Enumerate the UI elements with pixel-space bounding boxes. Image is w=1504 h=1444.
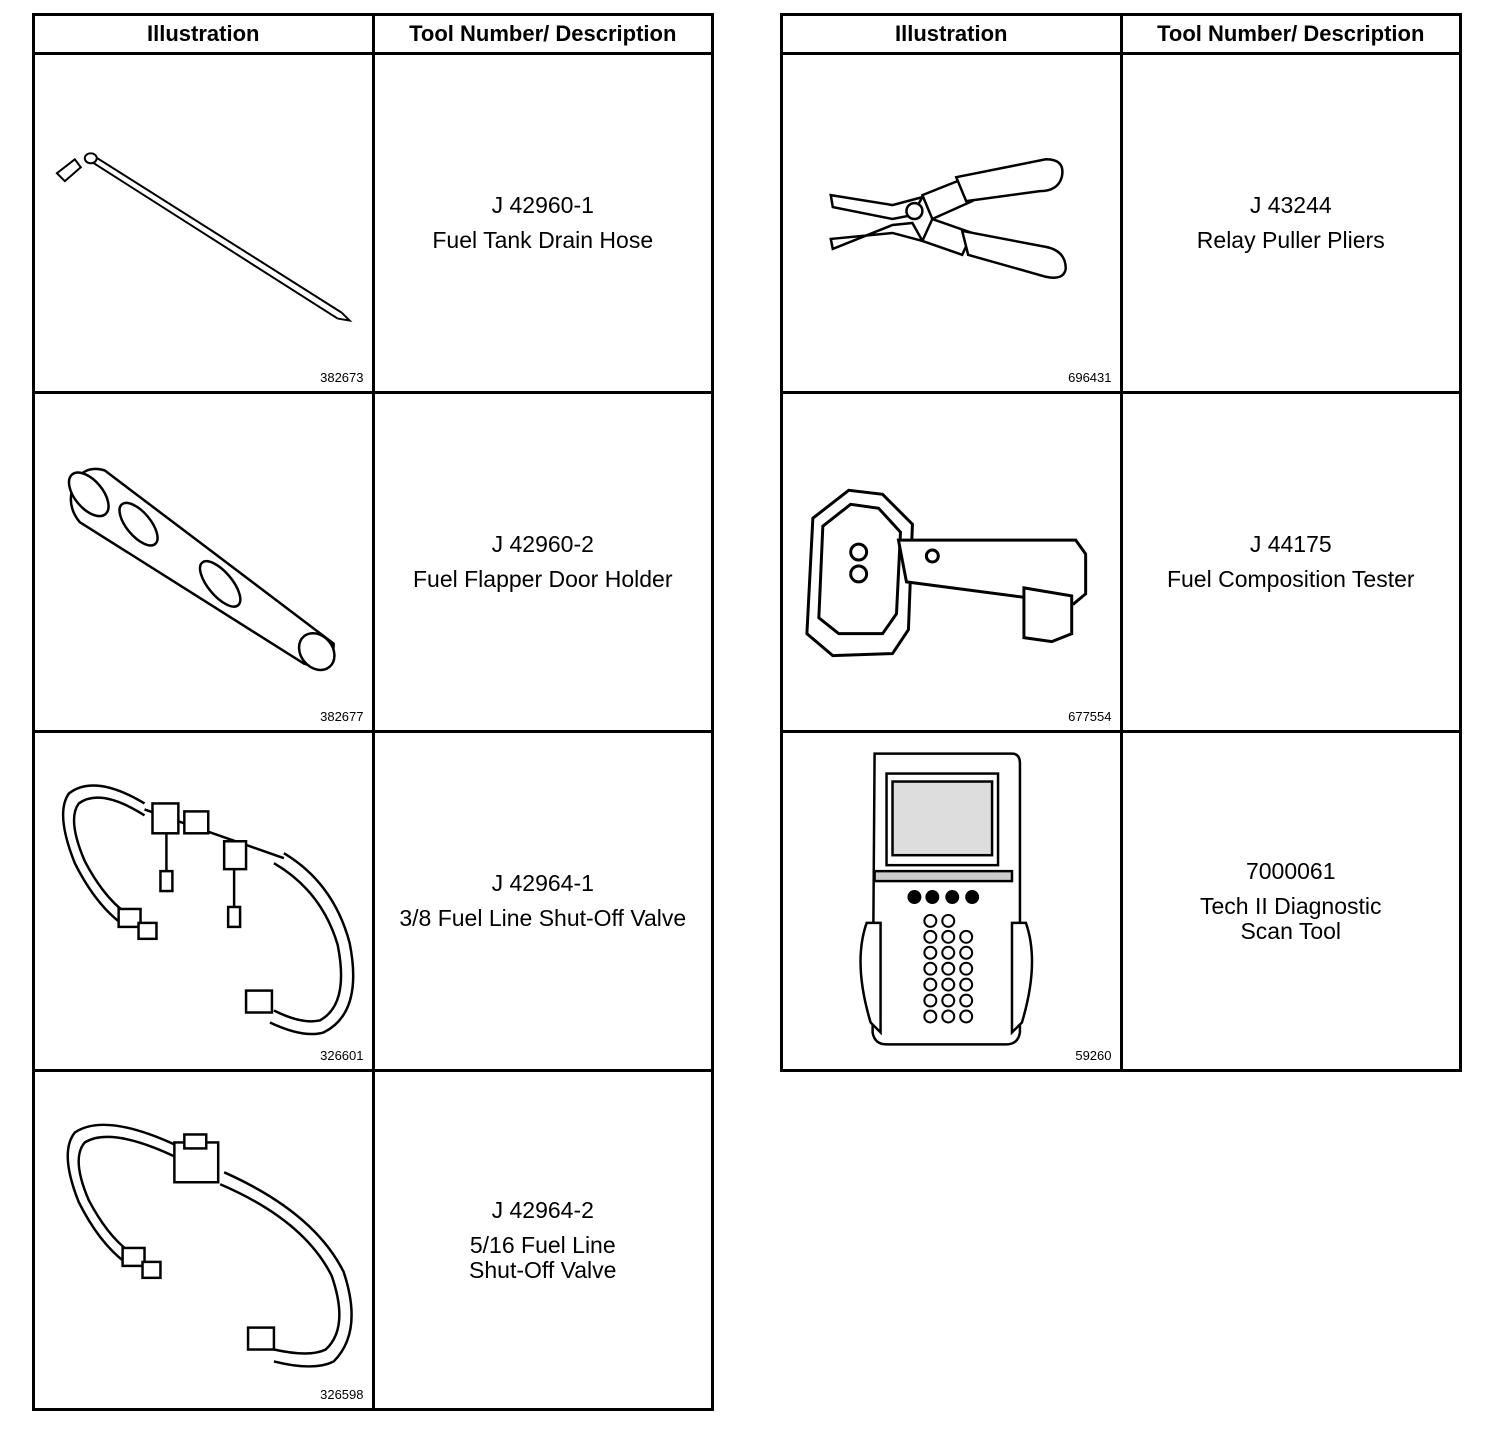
tool-name: Tech II Diagnostic Scan Tool [1199, 892, 1382, 944]
tool-table-right: Illustration Tool Number/ Description 69… [780, 13, 1462, 1072]
table-row: 59260 7000061 Tech II Diagnostic Scan To… [780, 730, 1462, 1072]
tool-table-left: Illustration Tool Number/ Description 38… [32, 13, 714, 1411]
shutoff-valve-icon [66, 1123, 353, 1368]
description-cell: J 42960-1 Fuel Tank Drain Hose [371, 52, 714, 394]
description-cell: J 42964-2 5/16 Fuel Line Shut-Off Valve [371, 1069, 714, 1411]
header-row: Illustration Tool Number/ Description [780, 13, 1462, 55]
tool-number: 7000061 [1245, 857, 1336, 884]
tool-name: Fuel Composition Tester [1166, 566, 1415, 592]
figure-number: 326601 [320, 1048, 364, 1063]
description-cell: J 43244 Relay Puller Pliers [1119, 52, 1462, 394]
tool-name: Relay Puller Pliers [1196, 227, 1385, 253]
tool-name: Fuel Tank Drain Hose [432, 227, 654, 253]
flapper-door-holder-icon [67, 467, 336, 672]
description-cell: J 42964-1 3/8 Fuel Line Shut-Off Valve [371, 730, 714, 1072]
composition-tester-icon [805, 488, 1088, 658]
tool-name: 3/8 Fuel Line Shut-Off Valve [399, 905, 687, 931]
tool-number: J 42960-1 [491, 192, 594, 218]
illustration-cell: 326601 [32, 730, 375, 1072]
illustration-cell: 696431 [780, 52, 1123, 394]
header-illustration: Illustration [32, 13, 375, 55]
figure-number: 382677 [320, 709, 364, 724]
illustration-cell: 326598 [32, 1069, 375, 1411]
tool-name: Fuel Flapper Door Holder [412, 566, 673, 592]
table-row: 382673 J 42960-1 Fuel Tank Drain Hose [32, 52, 714, 394]
scan-tool-icon [859, 752, 1034, 1046]
header-row: Illustration Tool Number/ Description [32, 13, 714, 55]
header-description: Tool Number/ Description [1119, 13, 1462, 55]
illustration-cell: 382677 [32, 391, 375, 733]
tool-number: J 42964-1 [491, 870, 594, 896]
figure-number: 696431 [1068, 370, 1112, 385]
illustration-cell: 677554 [780, 391, 1123, 733]
description-cell: 7000061 Tech II Diagnostic Scan Tool [1119, 730, 1462, 1072]
drain-hose-icon [55, 152, 353, 323]
figure-number: 677554 [1068, 709, 1112, 724]
tool-number: J 42964-2 [491, 1196, 594, 1223]
table-row: 326598 J 42964-2 5/16 Fuel Line Shut-Off… [32, 1069, 714, 1411]
header-description: Tool Number/ Description [371, 13, 714, 55]
illustration-cell: 382673 [32, 52, 375, 394]
description-cell: J 44175 Fuel Composition Tester [1119, 391, 1462, 733]
table-row: 696431 J 43244 Relay Puller Pliers [780, 52, 1462, 394]
tool-name: 5/16 Fuel Line Shut-Off Valve [469, 1231, 617, 1283]
relay-puller-pliers-icon [829, 158, 1067, 279]
figure-number: 382673 [320, 370, 364, 385]
table-row: 326601 J 42964-1 3/8 Fuel Line Shut-Off … [32, 730, 714, 1072]
illustration-cell: 59260 [780, 730, 1123, 1072]
description-cell: J 42960-2 Fuel Flapper Door Holder [371, 391, 714, 733]
tool-number: J 42960-2 [491, 531, 594, 557]
tool-number: J 44175 [1249, 531, 1332, 557]
figure-number: 59260 [1075, 1048, 1112, 1063]
table-row: 677554 J 44175 Fuel Composition Tester [780, 391, 1462, 733]
header-illustration: Illustration [780, 13, 1123, 55]
shutoff-valve-icon [61, 784, 355, 1036]
table-row: 382677 J 42960-2 Fuel Flapper Door Holde… [32, 391, 714, 733]
figure-number: 326598 [320, 1387, 364, 1402]
tool-number: J 43244 [1249, 192, 1332, 218]
